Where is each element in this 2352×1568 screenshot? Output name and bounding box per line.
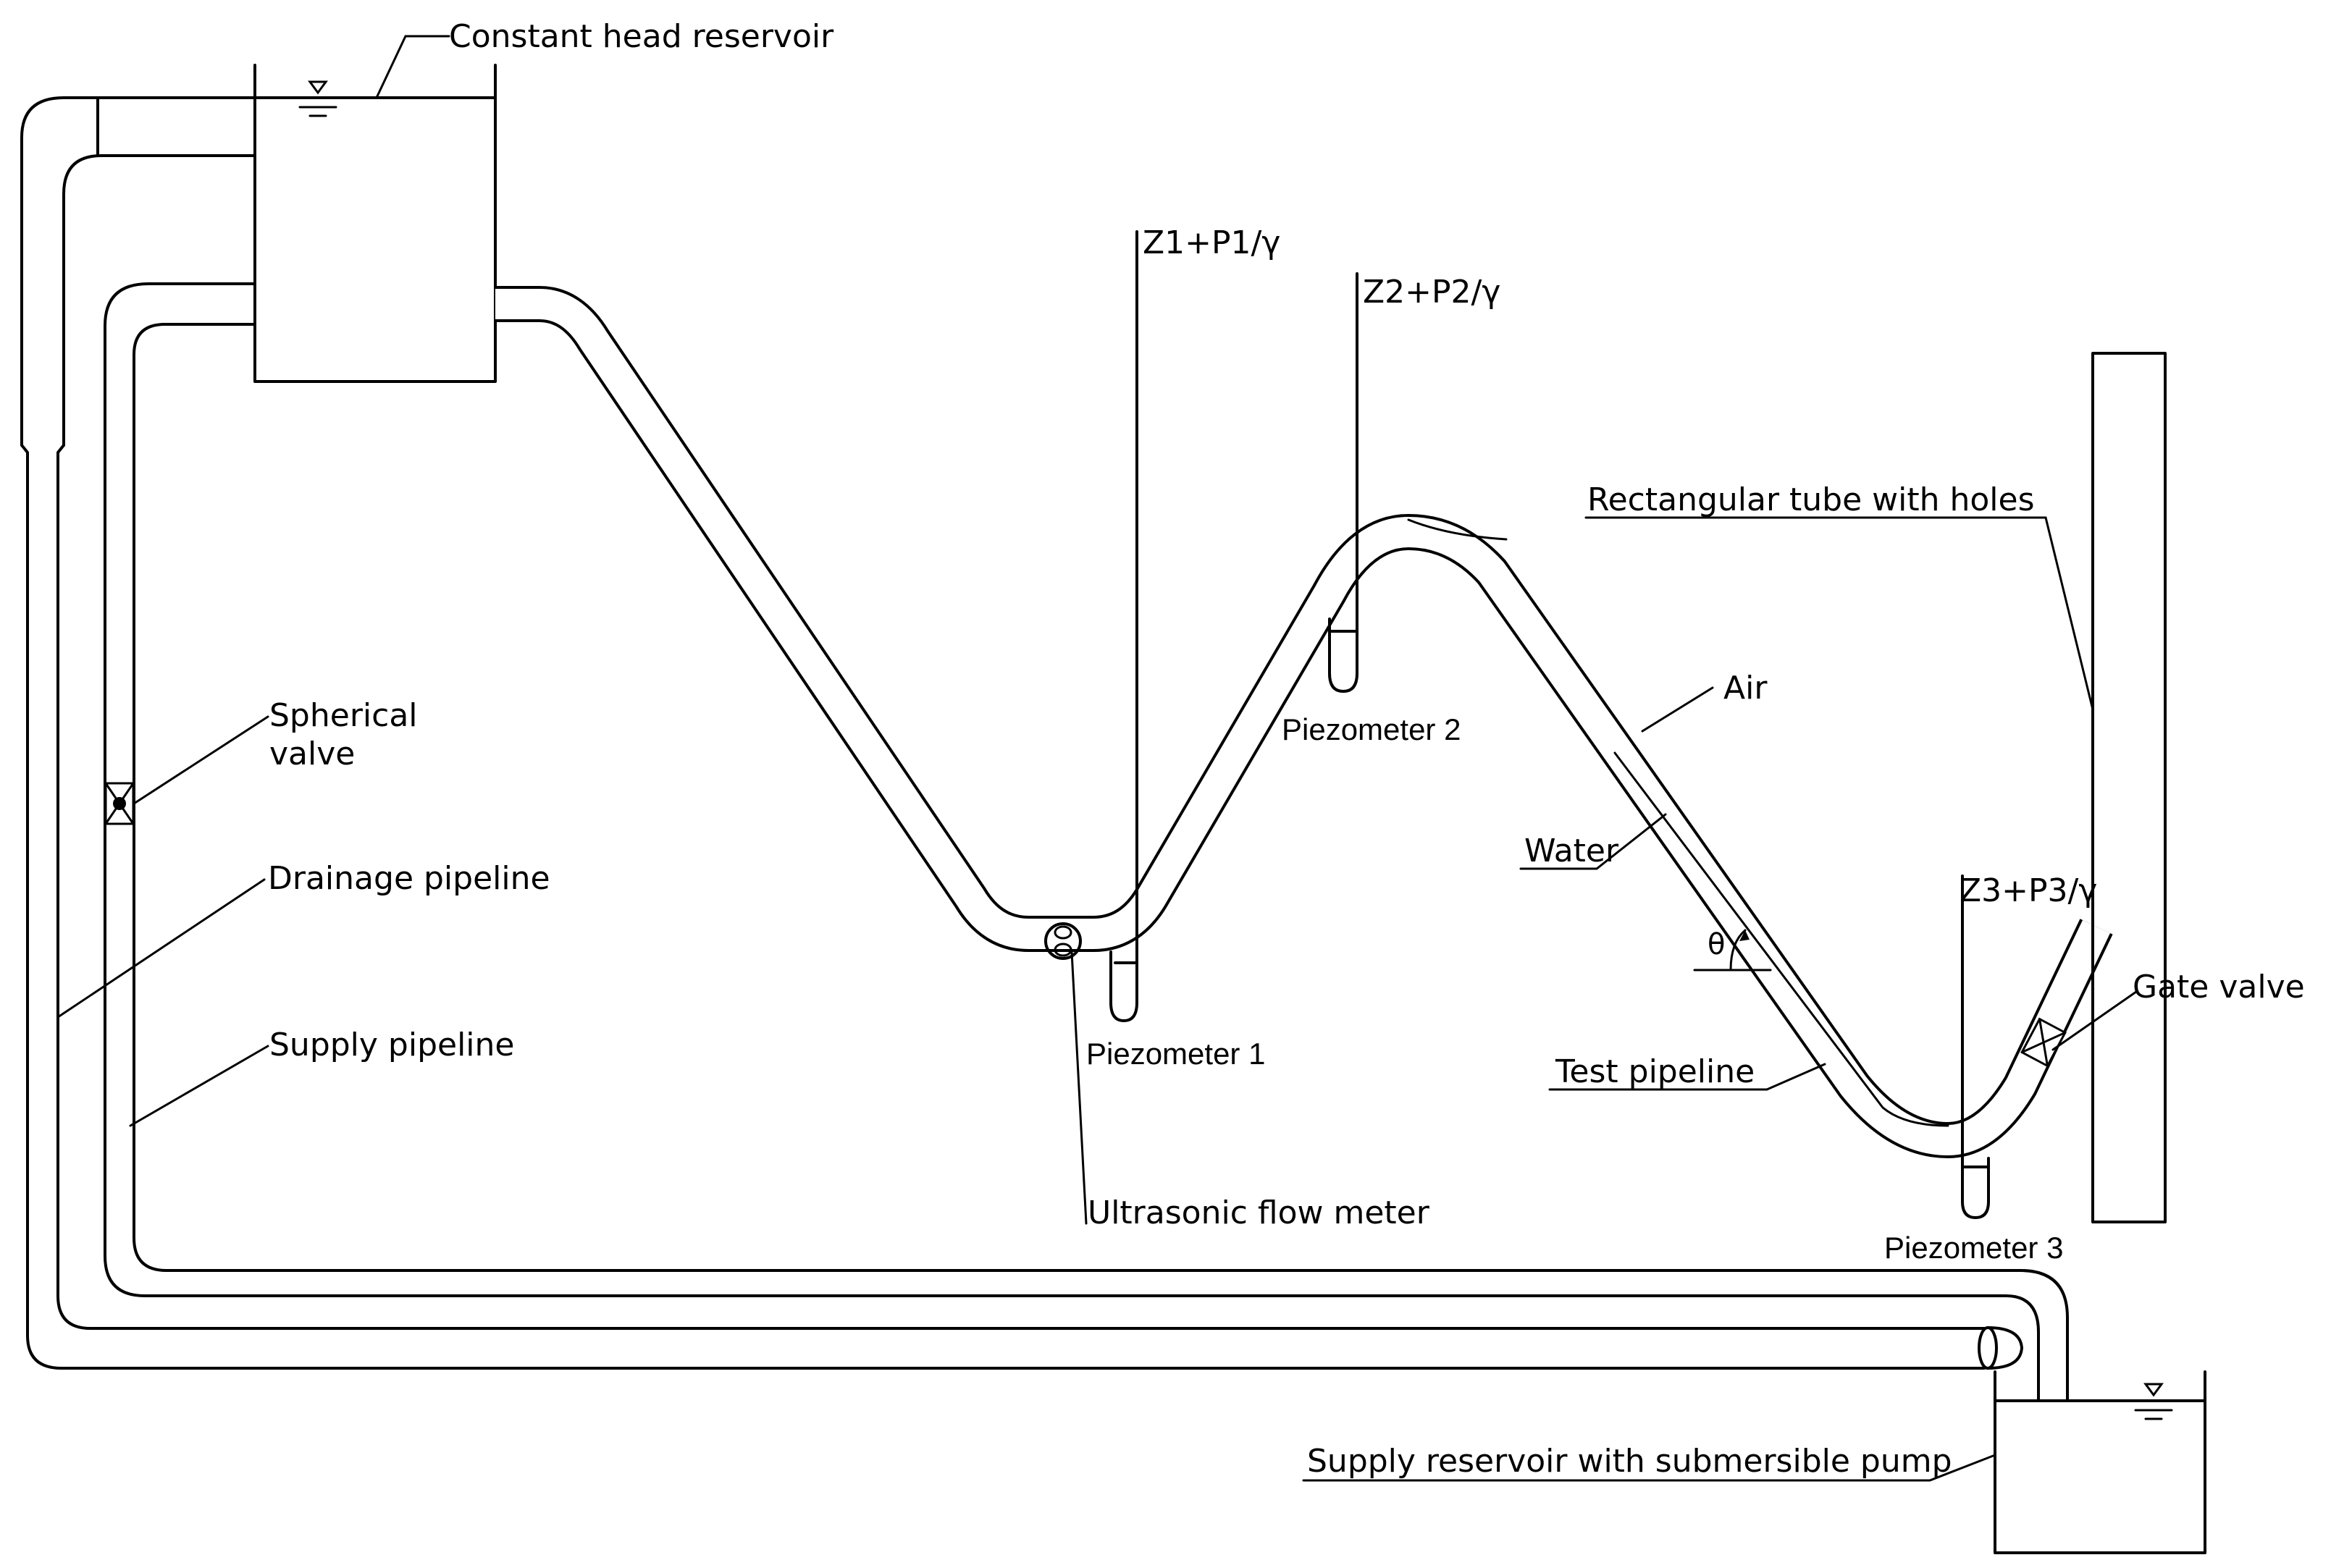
spherical-valve-icon	[104, 782, 135, 825]
label-rectangular-tube: Rectangular tube with holes	[1587, 481, 2035, 518]
label-piezometer-1: Piezometer 1	[1086, 1037, 1265, 1071]
water-level-icon	[2124, 1383, 2183, 1420]
rectangular-tube	[2091, 352, 2167, 1223]
label-spherical-valve-1: Spherical	[269, 697, 418, 734]
ultrasonic-flow-meter-icon	[1044, 922, 1082, 960]
label-water: Water	[1524, 833, 1619, 869]
label-piezometer-3: Piezometer 3	[1884, 1231, 2063, 1265]
gate-valve-icon	[2020, 1017, 2067, 1068]
label-test-pipeline: Test pipeline	[1555, 1053, 1755, 1090]
label-spherical-valve-2: valve	[269, 735, 355, 772]
label-air: Air	[1723, 670, 1768, 707]
label-supply-reservoir: Supply reservoir with submersible pump	[1307, 1443, 1952, 1480]
label-gate-valve: Gate valve	[2133, 969, 2305, 1006]
label-ultrasonic-flow-meter: Ultrasonic flow meter	[1088, 1194, 1430, 1231]
supply-reservoir	[1994, 1370, 2206, 1554]
piezometer-2	[1328, 272, 1358, 693]
label-supply-pipeline: Supply pipeline	[269, 1027, 515, 1063]
supply-pipeline	[104, 282, 2069, 1402]
test-pipeline	[495, 286, 2113, 1158]
label-drainage-pipeline: Drainage pipeline	[268, 860, 550, 897]
label-piezometer-2: Piezometer 2	[1282, 712, 1461, 746]
piezometer-1	[1109, 230, 1138, 1022]
drainage-pipeline	[20, 96, 2023, 1370]
constant-head-reservoir	[253, 64, 497, 383]
label-theta: θ	[1708, 928, 1725, 961]
piezometer-3	[1961, 874, 1990, 1219]
theta-angle-indicator	[1693, 929, 1772, 971]
leader-lines	[56, 35, 2138, 1482]
label-z2: Z2+P2/γ	[1363, 274, 1500, 311]
label-z1: Z1+P1/γ	[1143, 224, 1280, 261]
label-constant-head-reservoir: Constant head reservoir	[449, 18, 834, 55]
label-z3: Z3+P3/γ	[1960, 872, 2097, 909]
water-level-icon	[288, 80, 348, 117]
